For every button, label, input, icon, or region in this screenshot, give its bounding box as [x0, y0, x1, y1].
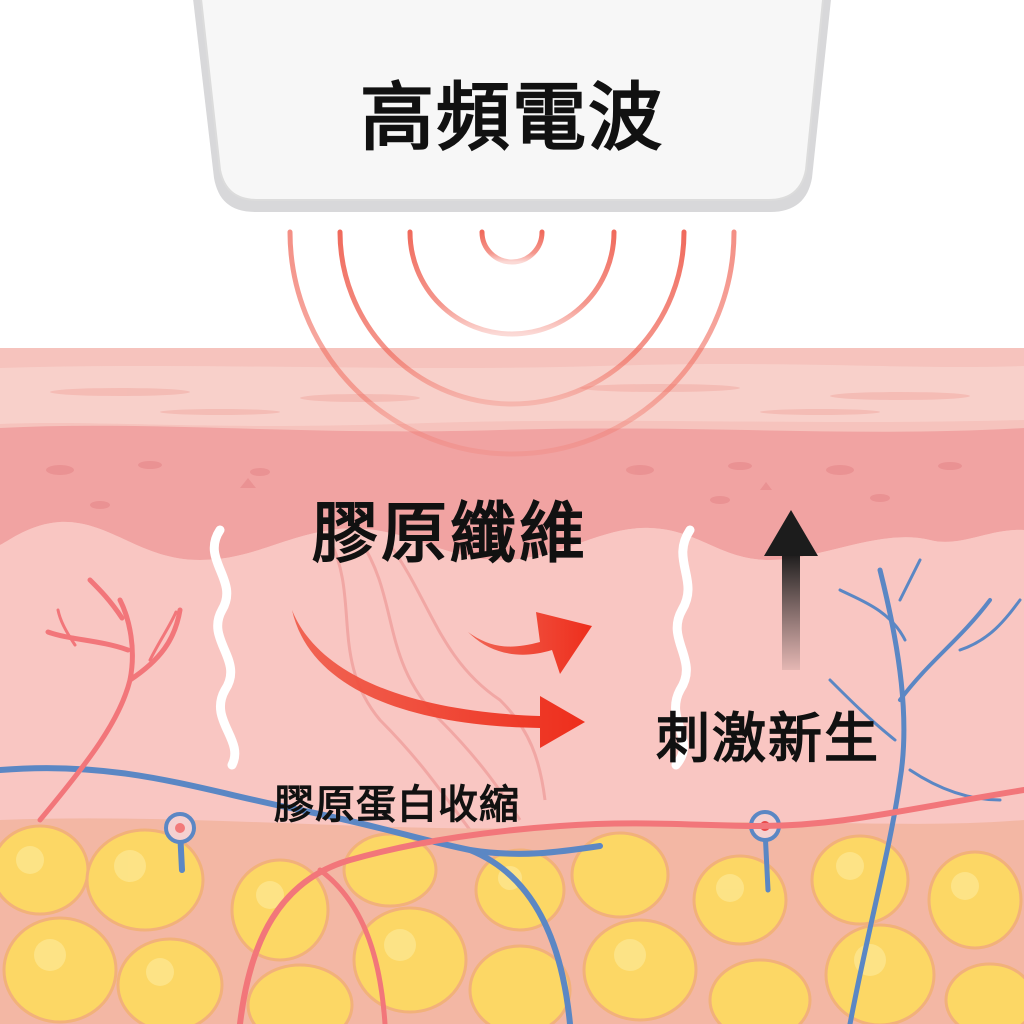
rf-wave-1 — [479, 229, 545, 265]
stimulate-regeneration-label: 刺激新生 — [656, 707, 880, 770]
white-fibers — [209, 525, 695, 770]
rf-waves — [287, 229, 737, 457]
rf-device — [193, 0, 831, 212]
rf-wave-3 — [337, 229, 687, 407]
heat-arrows — [292, 610, 592, 748]
arteries — [37, 577, 1024, 1024]
heat-arrow-upper — [468, 612, 592, 674]
rf-wave-4 — [287, 229, 737, 457]
basal-layer — [0, 425, 1024, 560]
up-arrow — [764, 510, 818, 670]
collagen-contraction-label: 膠原蛋白收縮 — [274, 782, 520, 828]
collagen-fibers-label: 膠原纖維 — [312, 495, 588, 572]
heat-arrow-lower — [292, 610, 585, 748]
rf-wave-2 — [407, 229, 617, 337]
device-label: 高頻電波 — [360, 75, 664, 161]
epidermis-streaks — [50, 384, 970, 415]
veins — [0, 558, 1022, 1024]
basal-speckles — [46, 461, 962, 509]
